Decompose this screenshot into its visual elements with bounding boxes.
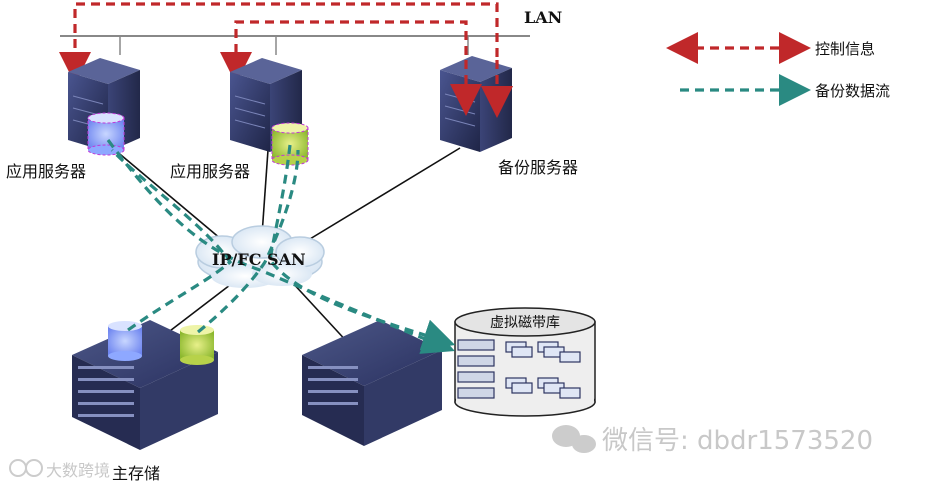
corner-watermark: 大数跨境 (46, 461, 111, 480)
wechat-icon (552, 425, 596, 453)
wechat-account-watermark: 微信号: dbdr1573520 (602, 426, 874, 456)
virtual-tape-library (454, 307, 596, 417)
legend-control-label: 控制信息 (815, 40, 876, 58)
primary-volume-blue (108, 321, 142, 361)
san-links (114, 147, 461, 351)
vtl-storage-array (302, 320, 442, 446)
backup-flows (106, 139, 456, 354)
san-cloud (195, 225, 325, 288)
app-server-1-label: 应用服务器 (6, 162, 87, 181)
san-label: IP/FC SAN (212, 250, 306, 269)
backup-server (440, 56, 512, 152)
legend-backup-label: 备份数据流 (815, 82, 891, 100)
lan-label: LAN (524, 8, 563, 27)
app-server-2-label: 应用服务器 (170, 162, 251, 181)
primary-storage-label: 主存储 (112, 464, 161, 483)
corner-logo-icon (9, 459, 43, 477)
backup-server-label: 备份服务器 (498, 158, 579, 177)
app1-volume (87, 112, 125, 156)
primary-volume-green (180, 325, 214, 365)
app2-volume (271, 122, 309, 166)
vtl-label: 虚拟磁带库 (490, 315, 560, 331)
control-flow-to-backup (450, 60, 513, 118)
